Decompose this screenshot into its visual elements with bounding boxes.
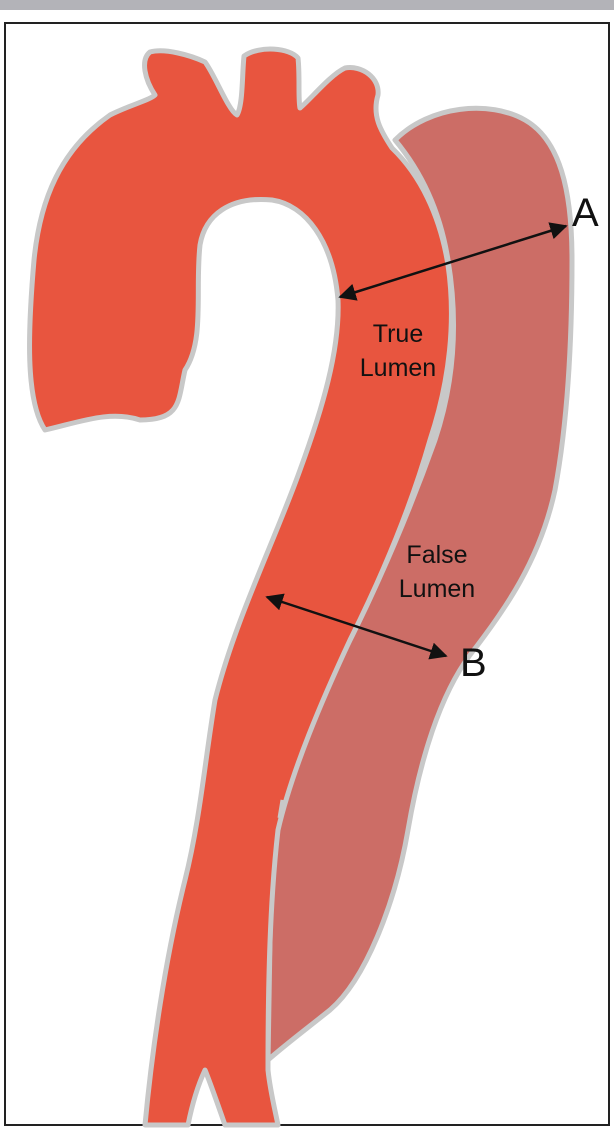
flap-gap-lower: [280, 800, 283, 818]
false-lumen-label-line2: Lumen: [399, 575, 475, 603]
true-lumen-label-line1: True: [373, 320, 423, 348]
point-a-label: A: [572, 191, 599, 235]
false-lumen-label-line1: False: [406, 541, 467, 569]
true-lumen-label-line2: Lumen: [360, 354, 436, 382]
point-b-label: B: [460, 641, 487, 685]
